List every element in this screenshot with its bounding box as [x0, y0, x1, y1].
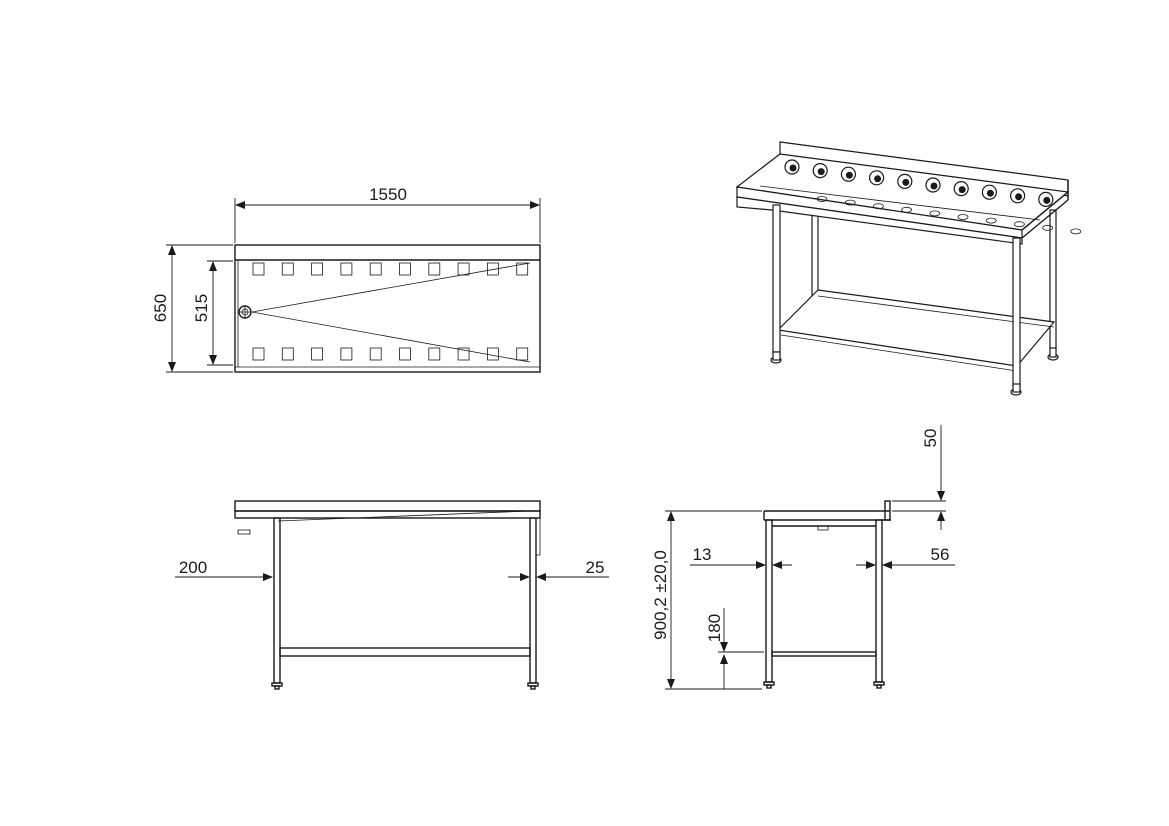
top-inner-depth-label: 515 — [192, 294, 211, 322]
roller-hub — [789, 164, 797, 172]
roller-outline — [428, 347, 441, 361]
roller-outline — [516, 347, 529, 361]
roller-outline — [311, 262, 324, 276]
iso-undershelf — [776, 289, 1056, 367]
roller-bottom — [1070, 228, 1082, 235]
roller-bottom — [816, 196, 828, 202]
isometric-view — [735, 141, 1082, 396]
roller-outline — [457, 262, 470, 276]
roller-bottom — [1042, 224, 1053, 231]
roller-hub — [958, 186, 966, 194]
roller-bottom — [844, 199, 856, 206]
iso-rollers — [784, 159, 1082, 235]
roller-outline — [252, 262, 265, 276]
side-height-label: 900,2 ±20,0 — [651, 550, 670, 640]
slope-line — [251, 311, 531, 363]
top-view-rollers — [252, 262, 529, 361]
side-upstand-label: 50 — [921, 429, 940, 448]
roller-outline — [486, 347, 499, 361]
roller-hub — [874, 175, 882, 183]
front-right-leg-label: 25 — [586, 558, 605, 577]
roller-bottom — [901, 206, 912, 213]
side-view: 900,2 ±20,0 13 180 50 56 — [651, 425, 955, 690]
roller-bottom — [957, 214, 969, 220]
roller-outline — [369, 347, 382, 361]
roller-hub — [1015, 193, 1023, 201]
slope-line — [251, 262, 531, 313]
roller-outline — [369, 262, 382, 276]
roller-outline — [281, 262, 294, 276]
roller-outline — [486, 262, 499, 276]
roller-hub — [1043, 196, 1051, 204]
right-leg — [529, 517, 537, 684]
roller-outline — [340, 347, 353, 361]
undershelf — [279, 647, 531, 657]
top-depth-label: 650 — [151, 294, 170, 322]
roller-outline — [399, 262, 411, 276]
side-right-offset-label: 56 — [931, 545, 950, 564]
roller-bottom — [873, 203, 884, 210]
upstand — [884, 500, 891, 521]
roller-bottom — [985, 217, 997, 224]
roller-outline — [311, 347, 324, 361]
roller-outline — [399, 347, 411, 361]
side-shelf-height-label: 180 — [705, 614, 724, 642]
roller-hub — [986, 189, 994, 197]
left-leg — [273, 517, 281, 684]
roller-hub — [817, 168, 825, 176]
roller-bottom — [1014, 221, 1025, 228]
front-view: 200 25 — [175, 500, 609, 690]
top-view: 1550 650 515 — [151, 185, 541, 373]
roller-outline — [281, 347, 294, 361]
roller-outline — [457, 347, 470, 361]
side-left-leg-label: 13 — [693, 545, 712, 564]
roller-bottom — [929, 210, 941, 217]
drain-icon — [238, 305, 252, 319]
roller-outline — [428, 262, 441, 276]
roller-outline — [252, 347, 265, 361]
roller-outline — [516, 262, 529, 276]
top-width-label: 1550 — [369, 185, 407, 204]
roller-hub — [845, 171, 853, 179]
roller-outline — [340, 262, 353, 276]
roller-hub — [930, 182, 938, 190]
roller-hub — [902, 178, 910, 186]
front-left-offset-label: 200 — [179, 558, 207, 577]
